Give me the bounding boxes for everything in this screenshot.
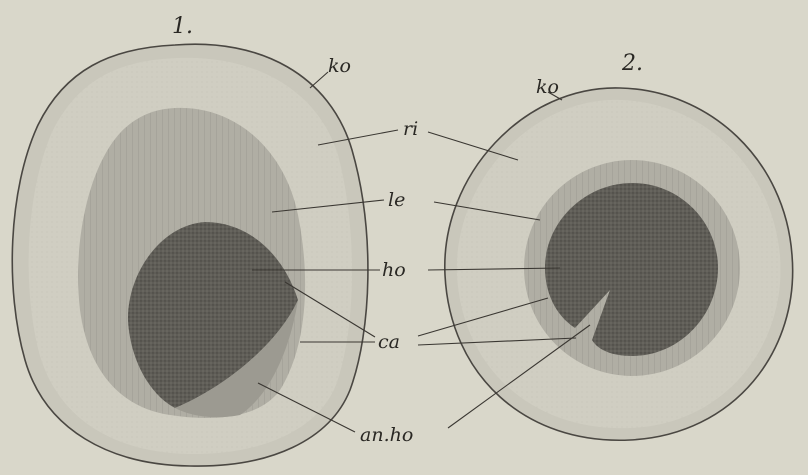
label-ko-2: ko bbox=[536, 76, 559, 98]
label-ri: ri bbox=[403, 118, 418, 140]
label-ko-1: ko bbox=[328, 55, 351, 77]
label-ca: ca bbox=[378, 331, 400, 353]
figure-number-1: 1. bbox=[172, 14, 193, 39]
section-2 bbox=[445, 88, 793, 440]
leader-ko-1 bbox=[310, 72, 328, 88]
label-an-ho: an.ho bbox=[360, 424, 413, 446]
label-ho: ho bbox=[382, 259, 406, 281]
section-1 bbox=[12, 44, 368, 466]
label-le: le bbox=[388, 189, 405, 211]
figure-number-2: 2. bbox=[621, 51, 643, 76]
